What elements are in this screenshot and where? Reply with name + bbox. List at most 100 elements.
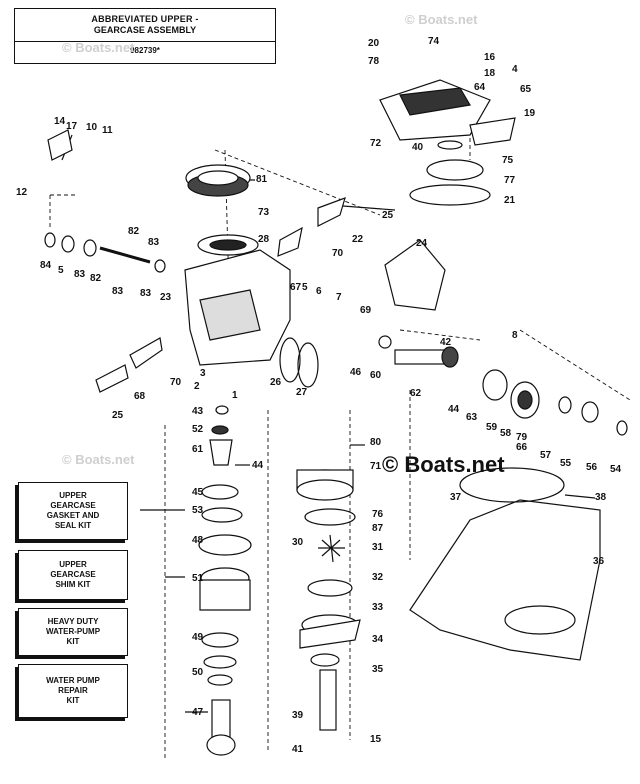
part-callout-81: 81 [256, 174, 268, 185]
part-callout-44: 44 [448, 404, 460, 415]
part-callout-37: 37 [450, 492, 462, 503]
part-callout-61: 61 [192, 444, 204, 455]
part-callout-53: 53 [192, 505, 204, 516]
part-callout-48: 48 [192, 535, 204, 546]
part-callout-40: 40 [412, 142, 424, 153]
part-callout-83: 83 [74, 269, 86, 280]
part-callout-68: 68 [134, 391, 146, 402]
part-callout-52: 52 [192, 424, 204, 435]
part-callout-56: 56 [586, 462, 598, 473]
assembly-title-box: ABBREVIATED UPPER - GEARCASE ASSEMBLY 98… [14, 8, 276, 64]
part-callout-74: 74 [428, 36, 440, 47]
part-callout-78: 78 [368, 56, 380, 67]
part-callout-39: 39 [292, 710, 304, 721]
part-callout-31: 31 [372, 542, 384, 553]
part-callout-83: 83 [112, 286, 124, 297]
part-callout-38: 38 [595, 492, 607, 503]
part-callout-23: 23 [160, 292, 172, 303]
part-callout-21: 21 [504, 195, 516, 206]
watermark: © Boats.net [62, 40, 135, 55]
part-callout-50: 50 [192, 667, 204, 678]
part-callout-28: 28 [258, 234, 270, 245]
part-callout-11: 11 [102, 125, 113, 136]
part-callout-65: 65 [520, 84, 532, 95]
part-callout-15: 15 [370, 734, 382, 745]
part-callout-5: 5 [58, 265, 64, 276]
part-callout-77: 77 [504, 175, 516, 186]
part-callout-32: 32 [372, 572, 384, 583]
part-callout-17: 17 [66, 121, 78, 132]
part-callout-6: 6 [316, 286, 322, 297]
part-callout-44: 44 [252, 460, 264, 471]
part-callout-66: 66 [516, 442, 528, 453]
part-callout-82: 82 [90, 273, 102, 284]
part-callout-54: 54 [610, 464, 622, 475]
part-callout-25: 25 [382, 210, 394, 221]
part-callout-47: 47 [192, 707, 204, 718]
part-callout-14: 14 [54, 116, 66, 127]
part-callout-5: 5 [302, 282, 308, 293]
part-callout-22: 22 [352, 234, 364, 245]
part-callout-27: 27 [296, 387, 308, 398]
part-callout-12: 12 [16, 187, 28, 198]
part-callout-34: 34 [372, 634, 384, 645]
part-callout-16: 16 [484, 52, 496, 63]
part-callout-24: 24 [416, 238, 428, 249]
part-callout-59: 59 [486, 422, 498, 433]
part-callout-67: 67 [290, 282, 302, 293]
part-callout-51: 51 [192, 573, 204, 584]
part-callout-7: 7 [336, 292, 342, 303]
part-callout-33: 33 [372, 602, 384, 613]
part-callout-3: 3 [200, 368, 206, 379]
watermark-large: © Boats.net [382, 452, 505, 477]
part-callout-43: 43 [192, 406, 204, 417]
kit-box-shim: UPPER GEARCASE SHIM KIT [18, 550, 128, 600]
part-callout-25: 25 [112, 410, 124, 421]
part-callout-84: 84 [40, 260, 52, 271]
part-callout-10: 10 [86, 122, 98, 133]
part-callout-18: 18 [484, 68, 496, 79]
assembly-title-line1: ABBREVIATED UPPER - [91, 14, 199, 24]
kit-box-heavy-duty-water-pump: HEAVY DUTY WATER-PUMP KIT [18, 608, 128, 656]
part-callout-57: 57 [540, 450, 552, 461]
part-callout-41: 41 [292, 744, 304, 755]
part-callout-87: 87 [372, 523, 384, 534]
part-callout-76: 76 [372, 509, 384, 520]
part-callout-1: 1 [232, 390, 238, 401]
part-callout-46: 46 [350, 367, 362, 378]
part-callout-60: 60 [370, 370, 382, 381]
part-callout-64: 64 [474, 82, 486, 93]
part-callout-80: 80 [370, 437, 382, 448]
part-callout-4: 4 [512, 64, 518, 75]
part-callout-83: 83 [148, 237, 160, 248]
part-callout-62: 62 [410, 388, 422, 399]
part-callout-70: 70 [170, 377, 182, 388]
part-callout-70: 70 [332, 248, 344, 259]
part-callout-71: 71 [370, 461, 382, 472]
kit-box-water-pump-repair: WATER PUMP REPAIR KIT [18, 664, 128, 718]
watermark: © Boats.net [62, 452, 135, 467]
part-callout-75: 75 [502, 155, 514, 166]
part-callout-42: 42 [440, 337, 452, 348]
part-callout-55: 55 [560, 458, 572, 469]
part-callout-63: 63 [466, 412, 478, 423]
part-callout-26: 26 [270, 377, 282, 388]
part-callout-20: 20 [368, 38, 380, 49]
part-callout-8: 8 [512, 330, 518, 341]
kit-box-gasket-seal: UPPER GEARCASE GASKET AND SEAL KIT [18, 482, 128, 540]
part-callout-73: 73 [258, 207, 270, 218]
part-callout-79: 79 [516, 432, 528, 443]
watermark: © Boats.net [405, 12, 478, 27]
assembly-title-line2: GEARCASE ASSEMBLY [93, 25, 197, 35]
part-callout-49: 49 [192, 632, 204, 643]
part-callout-83: 83 [140, 288, 152, 299]
part-callout-82: 82 [128, 226, 140, 237]
part-callout-19: 19 [524, 108, 536, 119]
part-callout-36: 36 [593, 556, 605, 567]
part-callout-69: 69 [360, 305, 372, 316]
part-callout-45: 45 [192, 487, 204, 498]
part-callout-2: 2 [194, 381, 200, 392]
part-callout-30: 30 [292, 537, 304, 548]
assembly-part-number: 982739* [130, 46, 160, 55]
